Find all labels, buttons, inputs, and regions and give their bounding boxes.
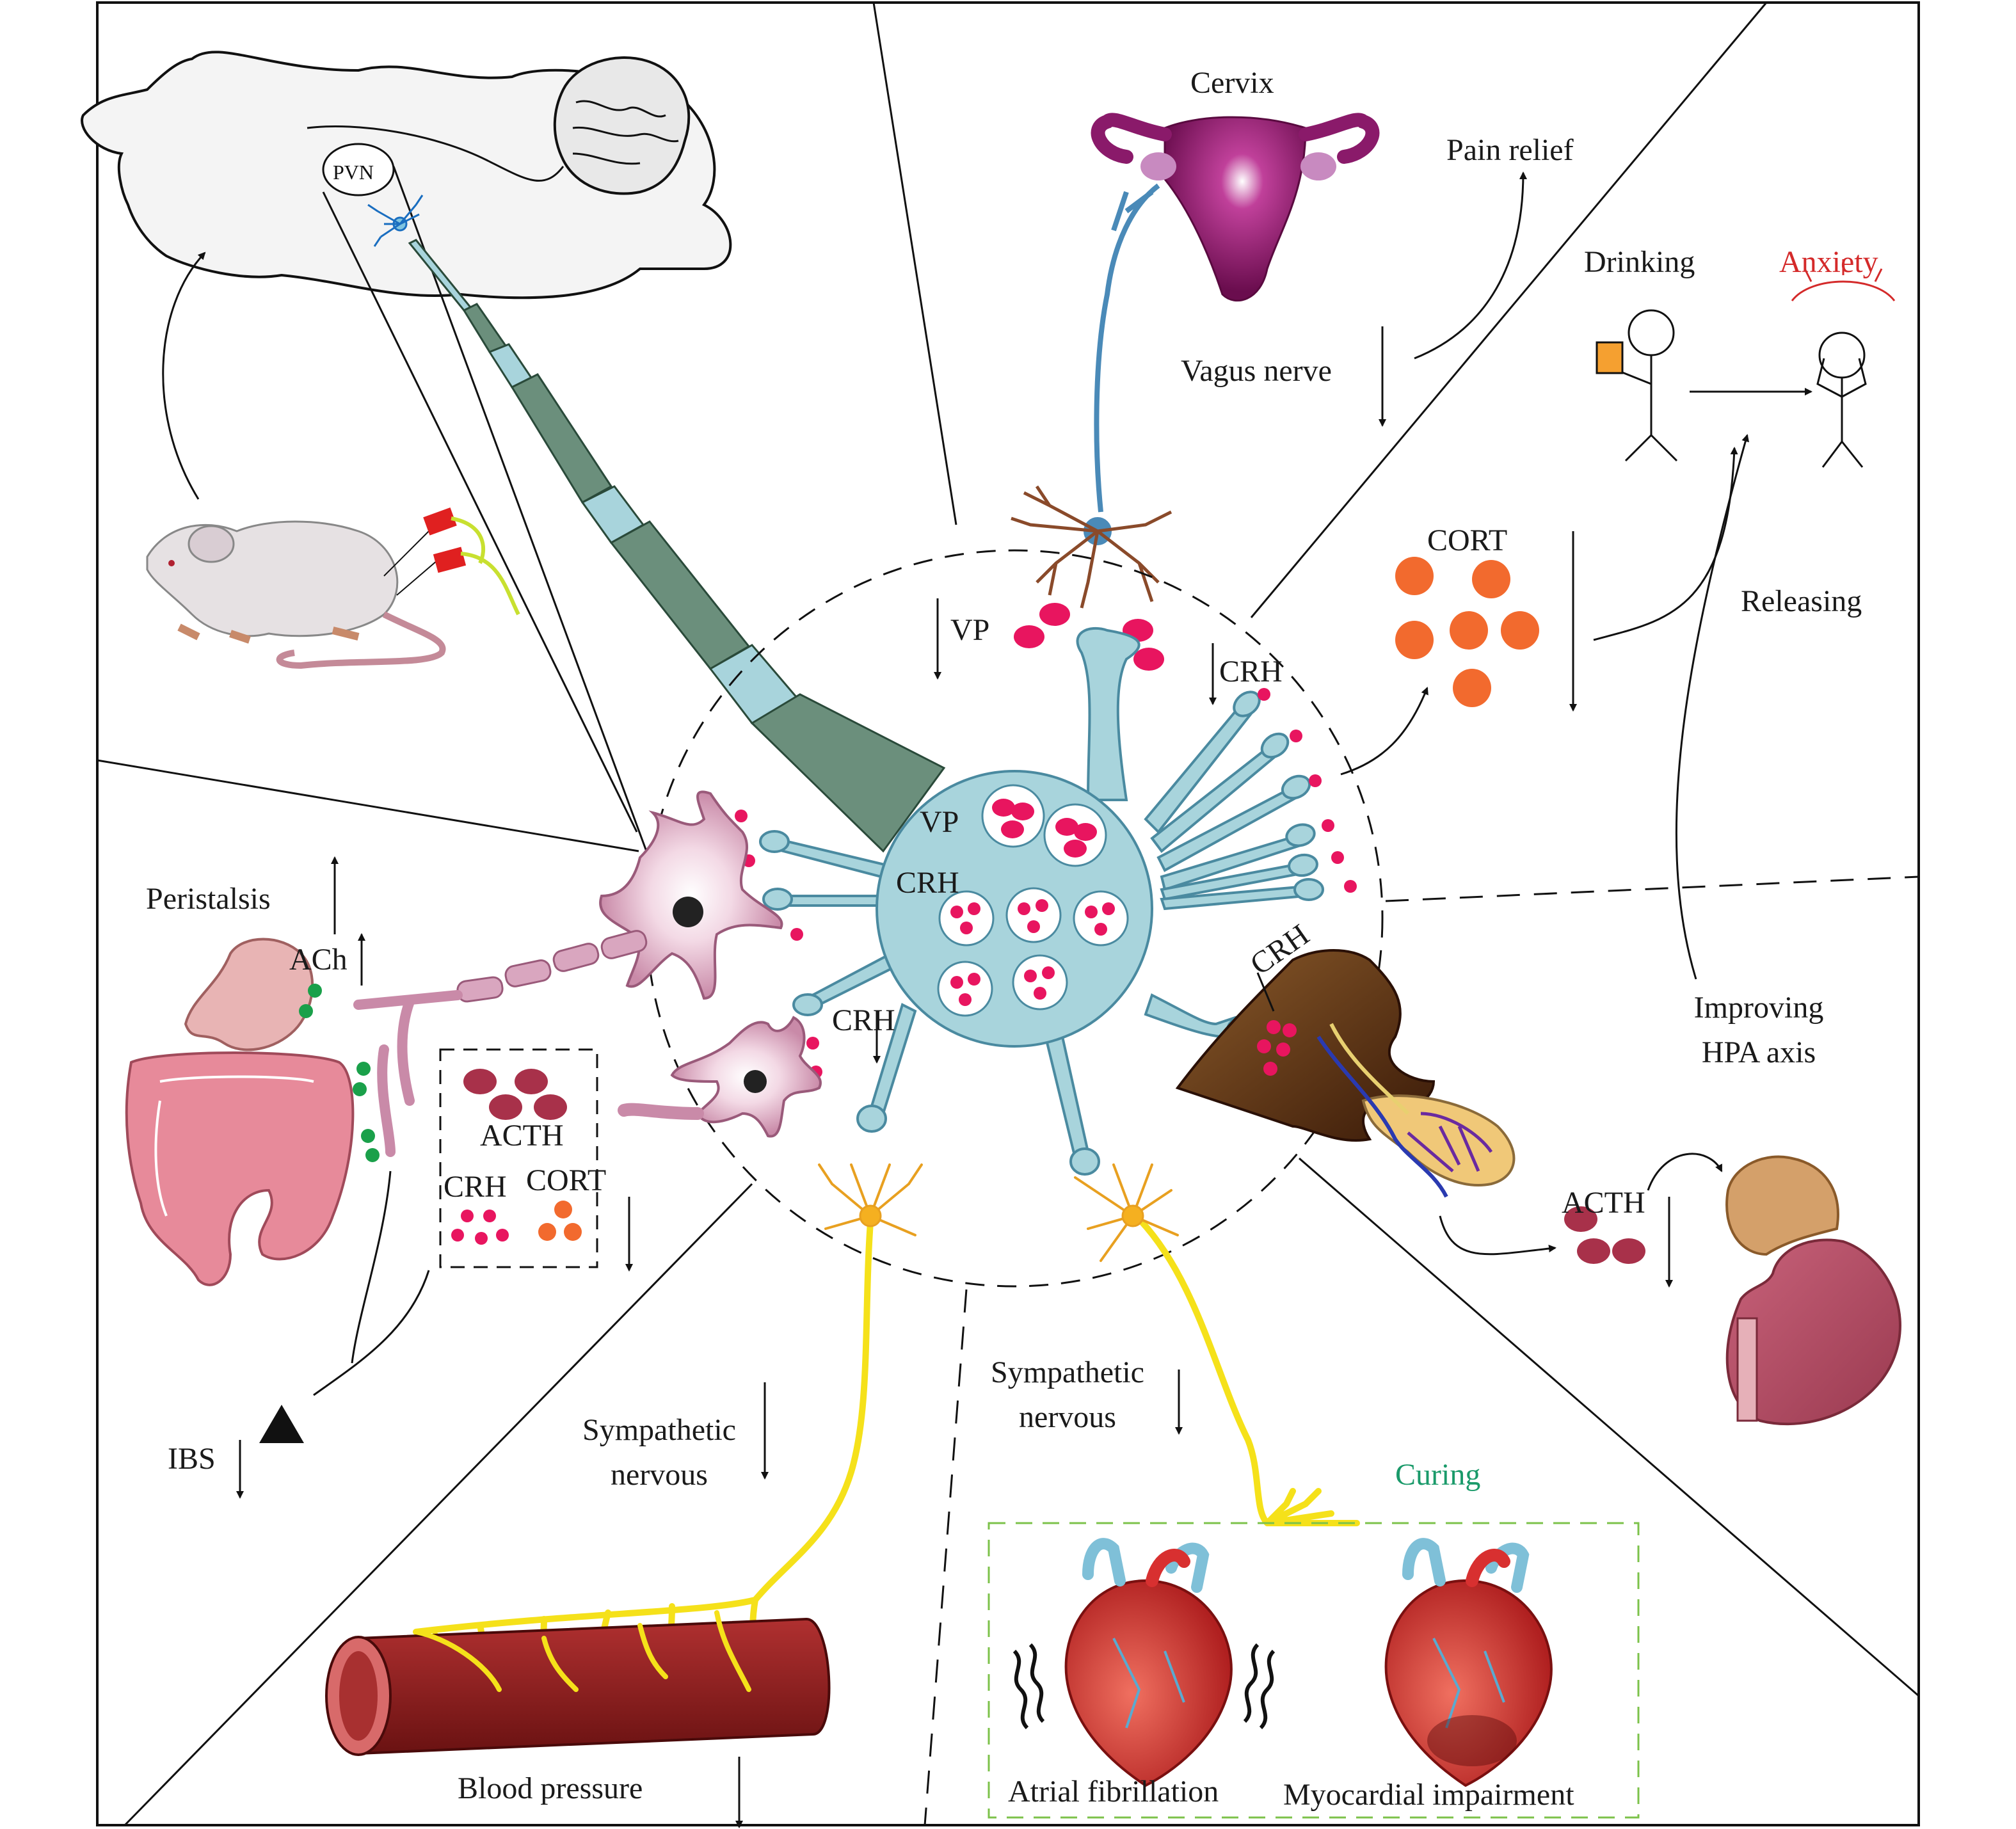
drinking-figure-icon	[1596, 309, 1678, 462]
rat-to-brain-arrow	[162, 252, 206, 500]
pain-relief-arrow	[1414, 172, 1527, 360]
adrenal-kidney-illustration	[1725, 1155, 1901, 1426]
pink-axon	[456, 930, 648, 1003]
label-acth-box: ACTH	[480, 1119, 564, 1153]
label-symp-right-line2: nervous	[1019, 1400, 1116, 1434]
label-crh-box: CRH	[444, 1170, 507, 1204]
label-pain-relief: Pain relief	[1446, 133, 1574, 167]
label-releasing: Releasing	[1741, 584, 1862, 618]
section-dividers	[97, 2, 1919, 1826]
label-cort-box: CORT	[526, 1163, 606, 1197]
label-cort-top: CORT	[1427, 523, 1507, 557]
hormone-box	[439, 1048, 598, 1268]
pituitary-to-acth-arrow	[1439, 1215, 1556, 1256]
crh-to-cort-arrow	[1340, 687, 1428, 776]
gut-illustration	[125, 938, 355, 1286]
curing-box	[988, 1522, 1640, 1819]
pink-axon-branches	[353, 990, 463, 1157]
pituitary-illustration	[1175, 949, 1516, 1198]
label-improving-hpa-line1: Improving	[1694, 991, 1824, 1025]
acth-to-adrenal-arrow	[1647, 1153, 1723, 1191]
ach-green-dots	[299, 984, 380, 1162]
label-curing: Curing	[1395, 1458, 1480, 1492]
label-vagus-nerve: Vagus nerve	[1181, 354, 1332, 388]
crh-molecules-box	[451, 1210, 509, 1245]
ibs-triangle-icon	[259, 1405, 304, 1443]
label-anxiety: Anxiety	[1779, 245, 1878, 279]
pvn-neuron-icon	[367, 195, 424, 247]
pvn-region	[322, 143, 395, 196]
pituitary-crh-dots	[1257, 1020, 1297, 1076]
outer-frame	[96, 1, 1920, 1826]
label-crh-soma: CRH	[896, 866, 959, 900]
acth-molecules-box	[463, 1069, 567, 1120]
label-symp-left-line2: nervous	[611, 1458, 708, 1492]
anxiety-figure-icon	[1791, 259, 1896, 468]
label-crh-bottom: CRH	[832, 1003, 895, 1037]
soma-vesicles	[937, 784, 1129, 1017]
label-acth-right: ACTH	[1562, 1186, 1645, 1220]
heart-atrial-fibrillation	[1012, 1538, 1276, 1787]
label-symp-right-line1: Sympathetic	[991, 1355, 1144, 1389]
label-cervix: Cervix	[1190, 66, 1274, 100]
label-drinking: Drinking	[1584, 245, 1695, 279]
label-blood-pressure: Blood pressure	[458, 1771, 643, 1805]
label-ibs: IBS	[168, 1442, 216, 1476]
cerebellum	[553, 56, 691, 195]
vessel-nerve-branches	[413, 1610, 751, 1692]
label-crh-top: CRH	[1219, 655, 1283, 689]
cort-releasing-arrow	[1593, 447, 1738, 641]
vagus-neuron	[1011, 183, 1172, 609]
cervix-illustration	[1091, 113, 1380, 301]
central-neuron-dendrites	[769, 627, 1307, 1160]
optical-fiber	[408, 239, 946, 853]
pvn-label: PVN	[333, 161, 374, 184]
label-symp-left-line1: Sympathetic	[582, 1413, 736, 1447]
label-vp-arrow: VP	[950, 613, 989, 647]
pink-neuron-upper	[599, 790, 783, 1000]
improving-hpa-arrow	[1675, 434, 1750, 980]
acth-molecules-right	[1564, 1206, 1645, 1264]
crh-pituitary-line	[1256, 972, 1275, 1012]
label-ach: ACh	[289, 943, 348, 977]
heart-myocardial-impairment	[1384, 1538, 1553, 1787]
cort-molecules-top	[1395, 557, 1539, 707]
label-vp-soma: VP	[920, 805, 959, 839]
label-improving-hpa-line2: HPA axis	[1702, 1035, 1816, 1069]
label-myocardial-impairment: Myocardial impairment	[1283, 1778, 1574, 1812]
label-atrial-fibrillation: Atrial fibrillation	[1008, 1775, 1219, 1809]
label-peristalsis: Peristalsis	[146, 882, 271, 916]
cort-molecules-box	[538, 1201, 582, 1241]
pink-neuron-lower	[618, 1016, 822, 1138]
rat-brain: PVN	[81, 51, 732, 852]
yellow-neuron-right	[1074, 1163, 1360, 1526]
rat-illustration	[146, 507, 520, 669]
dendrite-bulbs	[759, 691, 1324, 1176]
blood-vessel	[325, 1617, 831, 1756]
ibs-triangle-arrow	[313, 1170, 430, 1396]
